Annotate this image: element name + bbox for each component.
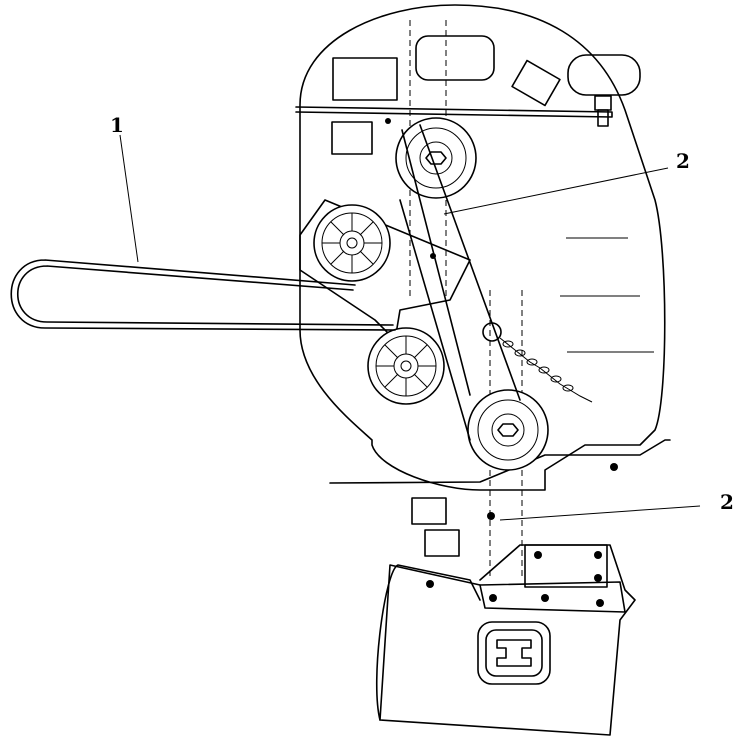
pulley-lower — [467, 389, 549, 471]
deck-housing — [299, 4, 666, 491]
side-rods — [560, 237, 654, 353]
panel-d — [411, 497, 447, 525]
idler-pulley-upper — [313, 204, 391, 282]
deck-top-plate — [295, 106, 613, 118]
panel-c — [511, 59, 561, 107]
tension-chain — [482, 322, 593, 403]
panel-e — [424, 529, 460, 557]
panel-a — [332, 57, 398, 101]
callout-leader-1 — [119, 134, 139, 263]
drive-shaft-upper — [409, 20, 523, 580]
callout-leader-2-upper — [443, 167, 669, 215]
fasteners — [385, 118, 618, 520]
callout-label-1: 1 — [110, 113, 124, 137]
panel-b — [331, 121, 373, 155]
callout-label-2-upper: 2 — [676, 149, 690, 173]
belt — [10, 124, 521, 441]
knob-assembly — [567, 54, 641, 127]
callout-leader-2-lower — [499, 505, 701, 521]
idler-pulley-lower — [367, 327, 445, 405]
pulley-upper — [395, 117, 477, 199]
deck-lower-plate — [329, 439, 671, 484]
brand-logo — [477, 621, 551, 685]
callout-label-2-lower: 2 — [720, 490, 734, 514]
discharge-chute — [375, 544, 636, 736]
top-hatch — [415, 35, 495, 81]
